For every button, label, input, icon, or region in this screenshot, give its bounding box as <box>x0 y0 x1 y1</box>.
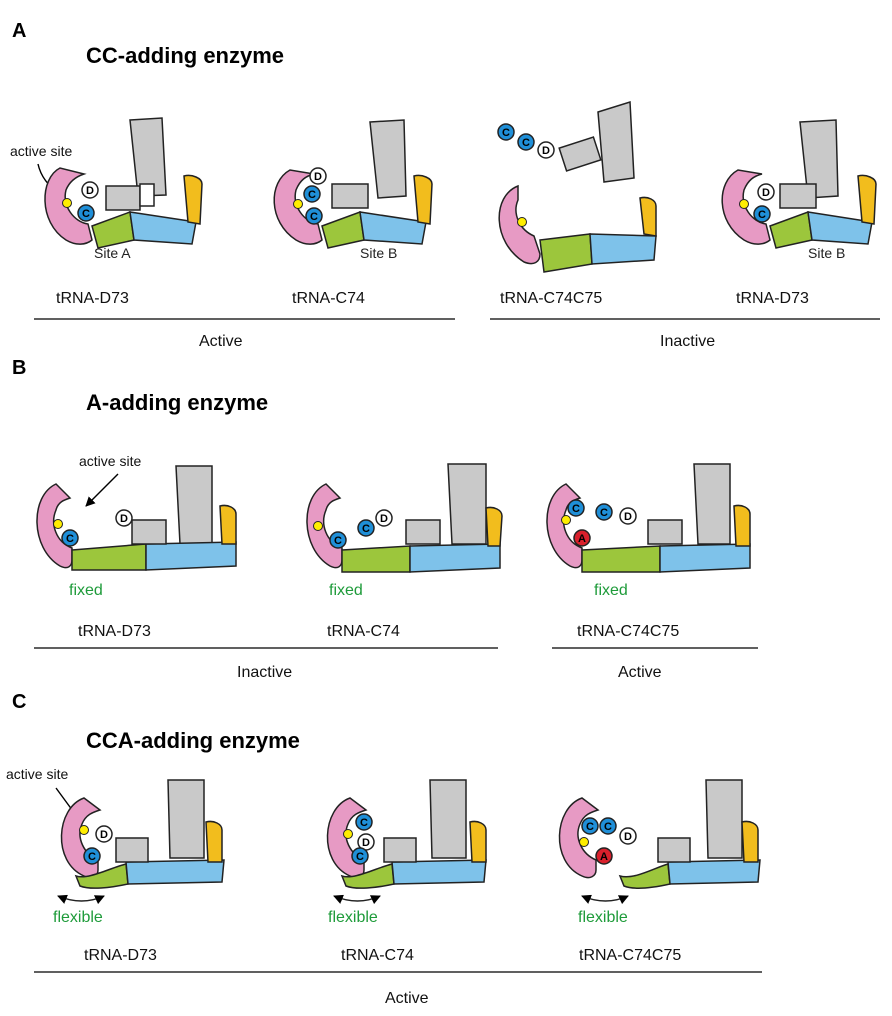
panel-b-state-1-enzyme <box>36 465 237 571</box>
nucleotide-label: D <box>86 185 94 197</box>
panel-c-group-active-label: Active <box>385 990 429 1007</box>
nucleotide-label: C <box>310 211 318 223</box>
panel-a-state-2-caption: tRNA-C74 <box>292 290 365 307</box>
panel-b: B A-adding enzyme active site fixed tRNA… <box>12 357 758 681</box>
panel-c-label: C <box>12 691 26 713</box>
panel-b-group-active-label: Active <box>618 664 662 681</box>
nucleotide-label: C <box>360 817 368 829</box>
panel-c-state-2-enzyme <box>326 779 487 905</box>
nucleotide-label: D <box>624 831 632 843</box>
panel-a-label: A <box>12 20 26 42</box>
panel-b-state-3-caption: tRNA-C74C75 <box>577 623 679 640</box>
panel-a-state-4-enzyme: Site B <box>721 119 877 261</box>
nucleotide-label: C <box>66 533 74 545</box>
panel-a-state-4-caption: tRNA-D73 <box>736 290 809 307</box>
panel-b-state-2-mobility: fixed <box>329 582 363 599</box>
nucleotide-label: C <box>600 507 608 519</box>
panel-c-state-1-caption: tRNA-D73 <box>84 947 157 964</box>
panel-b-state-2-enzyme <box>306 463 503 573</box>
nucleotide-label: A <box>600 851 608 863</box>
nucleotide-label: C <box>522 137 530 149</box>
panel-b-active-site-label: active site <box>79 453 141 469</box>
panel-a-state-3-caption: tRNA-C74C75 <box>500 290 602 307</box>
nucleotide-label: A <box>578 533 586 545</box>
nucleotide-label: D <box>542 145 550 157</box>
panel-c: C CCA-adding enzyme active site flexible… <box>6 691 762 1007</box>
panel-a-state-1-caption: tRNA-D73 <box>56 290 129 307</box>
nucleotide-label: D <box>314 171 322 183</box>
panel-a-group-active-label: Active <box>199 333 243 350</box>
panel-a-state-3-enzyme <box>497 100 657 273</box>
panel-c-state-3-mobility: flexible <box>578 909 628 926</box>
nucleotide-label: C <box>758 209 766 221</box>
panel-c-active-site-label: active site <box>6 766 68 782</box>
nucleotide-label: D <box>380 513 388 525</box>
panel-b-title: A-adding enzyme <box>86 390 268 415</box>
nucleotide-label: C <box>88 851 96 863</box>
panel-c-state-3-enzyme <box>558 779 761 905</box>
nucleotide-label: C <box>502 127 510 139</box>
nucleotide-label: D <box>624 511 632 523</box>
panel-c-title: CCA-adding enzyme <box>86 728 300 753</box>
nucleotide-label: D <box>362 837 370 849</box>
panel-c-state-1-mobility: flexible <box>53 909 103 926</box>
site-label: Site B <box>808 245 845 261</box>
panel-c-state-2-mobility: flexible <box>328 909 378 926</box>
nucleotide-label: C <box>572 503 580 515</box>
panel-c-state-1-enzyme <box>57 779 225 905</box>
site-label: Site A <box>94 245 131 261</box>
panel-c-state-2-caption: tRNA-C74 <box>341 947 414 964</box>
panel-a-title: CC-adding enzyme <box>86 43 284 68</box>
nucleotide-label: C <box>362 523 370 535</box>
panel-b-state-3-enzyme <box>546 463 751 573</box>
panel-a-group-inactive-label: Inactive <box>660 333 715 350</box>
site-label: Site B <box>360 245 397 261</box>
panel-a: A CC-adding enzyme active site Site A tR… <box>10 20 880 350</box>
panel-b-group-inactive-label: Inactive <box>237 664 292 681</box>
flexible-double-arrow <box>333 894 381 905</box>
panel-b-label: B <box>12 357 26 379</box>
nucleotide-label: C <box>308 189 316 201</box>
nucleotide-label: D <box>100 829 108 841</box>
panel-a-state-2-enzyme: Site B <box>273 119 433 261</box>
nucleotide-label: C <box>586 821 594 833</box>
nucleotide-label: C <box>604 821 612 833</box>
nucleotide-label: C <box>334 535 342 547</box>
active-site-arrow <box>85 473 119 507</box>
panel-b-state-2-caption: tRNA-C74 <box>327 623 400 640</box>
nucleotide-label: D <box>120 513 128 525</box>
nucleotide-label: D <box>762 187 770 199</box>
panel-a-active-site-label: active site <box>10 143 72 159</box>
panel-a-state-1-enzyme: Site A <box>44 117 203 261</box>
flexible-double-arrow <box>57 894 105 905</box>
panel-b-state-1-caption: tRNA-D73 <box>78 623 151 640</box>
panel-b-state-1-mobility: fixed <box>69 582 103 599</box>
nucleotide-label: C <box>82 208 90 220</box>
nucleotide-letters: D C D C C C C D D C D C D C C C C D A D … <box>66 127 770 863</box>
panel-b-state-3-mobility: fixed <box>594 582 628 599</box>
nucleotide-label: C <box>356 851 364 863</box>
panel-c-state-3-caption: tRNA-C74C75 <box>579 947 681 964</box>
flexible-double-arrow <box>581 894 629 905</box>
